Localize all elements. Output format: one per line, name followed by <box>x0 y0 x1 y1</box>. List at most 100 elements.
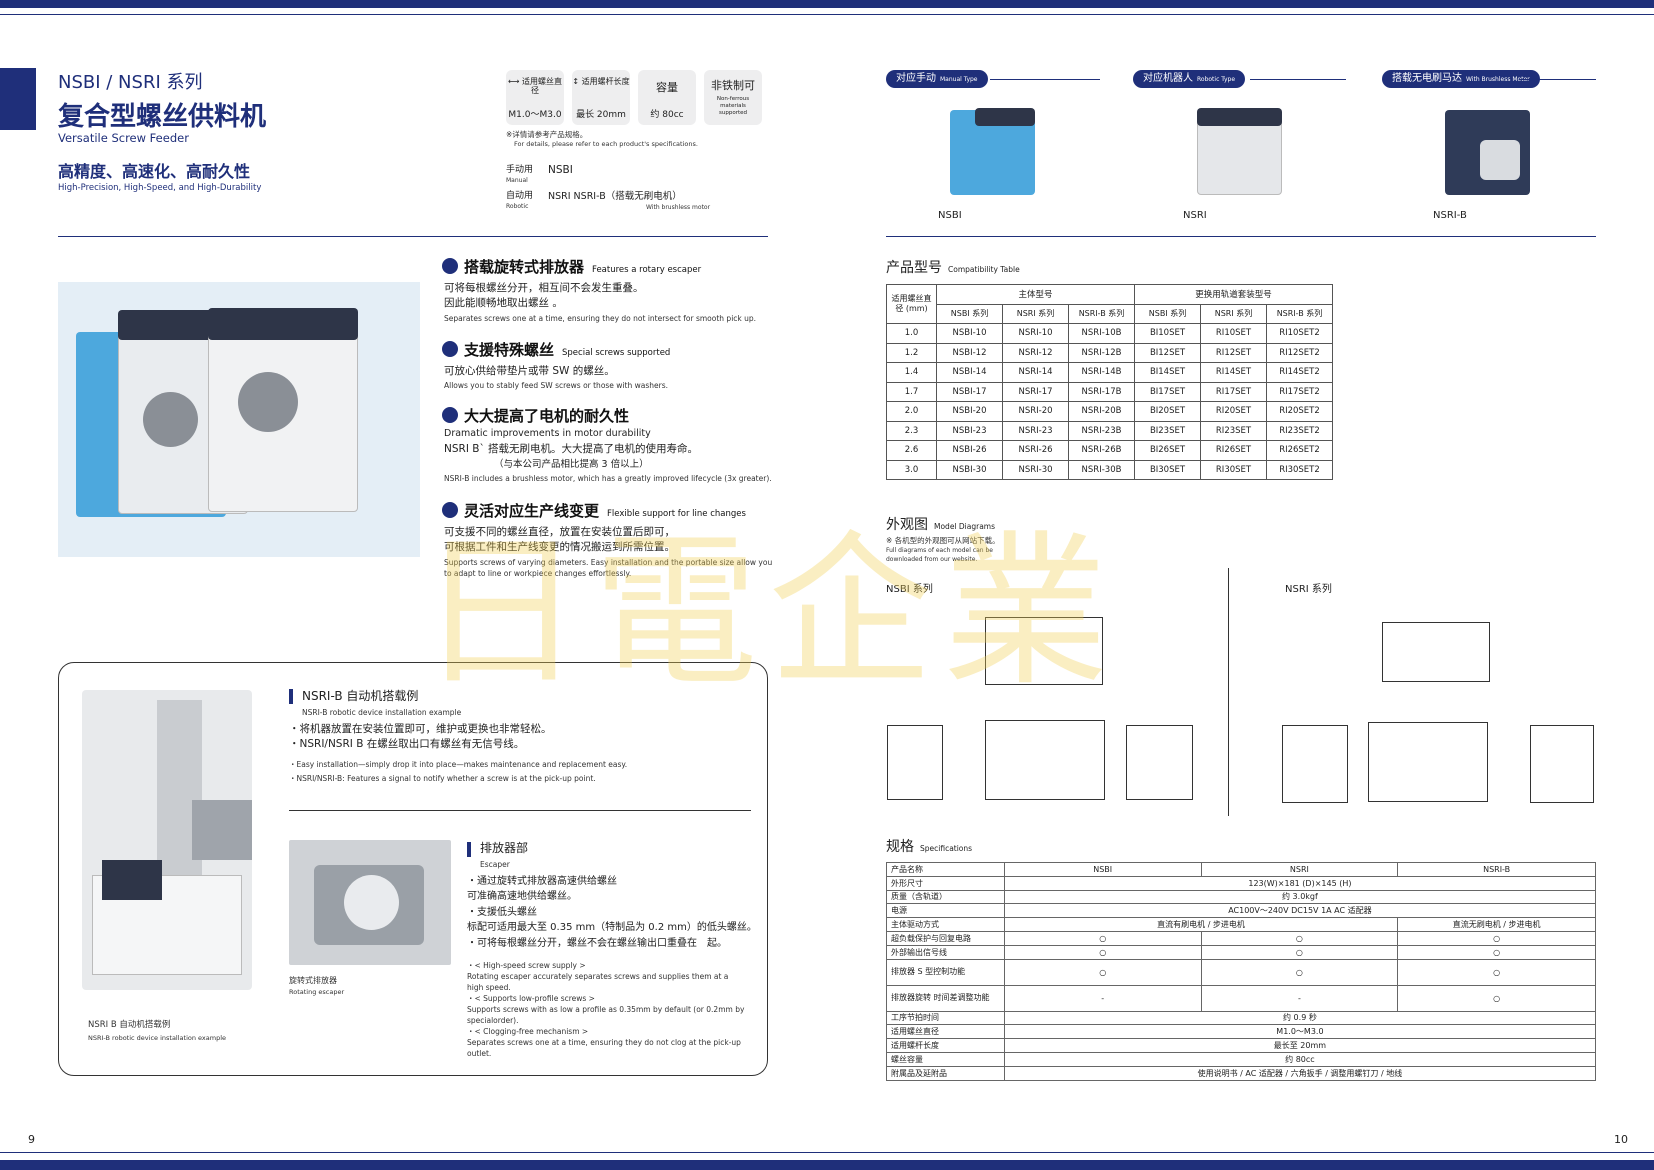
nsri-front-view <box>1368 722 1488 802</box>
usage-robotic-value: NSRI NSRI-B（搭载无刷电机） <box>548 191 682 202</box>
spec-key: 螺丝容量 <box>886 1051 1005 1067</box>
nsbi-thumb-top <box>975 108 1035 126</box>
th-sub: NSRI 系列 <box>1200 303 1267 324</box>
section-marker <box>289 689 293 704</box>
model-cell: NSBI-23 <box>936 420 1003 441</box>
spec-key: 主体驱动方式 <box>886 917 1005 932</box>
model-cell: RI26SET2 <box>1266 440 1333 461</box>
model-cell: RI17SET <box>1200 381 1267 402</box>
escaper-line-en: ・< Clogging-free mechanism > <box>467 1027 589 1036</box>
model-cell: BI17SET <box>1134 381 1201 402</box>
robot-caption-en: NSRI-B robotic device installation examp… <box>88 1034 227 1042</box>
watermark: 日電企業 <box>418 516 1118 708</box>
escaper-line: ・可将每根螺丝分开，螺丝不会在螺丝输出口重叠在 起。 <box>467 938 727 949</box>
th-sub: NSRI-B 系列 <box>1266 303 1333 324</box>
model-cell: BI30SET <box>1134 459 1201 480</box>
spec-value: ○ <box>1397 958 1596 986</box>
spec-key: 超负载保护与回复电路 <box>886 930 1005 946</box>
feature-note: Allows you to stably feed SW screws or t… <box>444 381 668 390</box>
diagrams-note: ※ 各机型的外观图可从网站下载。 <box>886 536 1000 545</box>
badge-value: 最长 20mm <box>576 110 626 120</box>
install-line-en: ・NSRI/NSRI-B: Features a signal to notif… <box>289 774 596 783</box>
model-cell: NSRI-20B <box>1068 401 1135 422</box>
model-cell: NSRI-14B <box>1068 362 1135 383</box>
spec-value: ○ <box>1200 930 1399 946</box>
bullet-icon <box>442 258 458 274</box>
tagline: 高精度、高速化、高耐久性 <box>58 162 251 181</box>
escaper-line-en: ・< Supports low-profile screws > <box>467 994 595 1003</box>
bottom-band <box>0 1160 1654 1170</box>
model-cell: BI20SET <box>1134 401 1201 422</box>
model-cell: RI20SET <box>1200 401 1267 422</box>
model-cell: RI17SET2 <box>1266 381 1333 402</box>
model-cell: RI26SET <box>1200 440 1267 461</box>
screw-diameter-badge: ⟷ 适用螺丝直径 M1.0～M3.0 <box>506 70 564 125</box>
spec-row: 螺丝容量约 80cc <box>886 1051 1597 1067</box>
screw-length-badge: ↕ 适用螺杆长度 最长 20mm <box>572 70 630 125</box>
model-cell: RI23SET2 <box>1266 420 1333 441</box>
model-cell: RI23SET <box>1200 420 1267 441</box>
install-line-en: ・Easy installation—simply drop it into p… <box>289 760 628 769</box>
escaper-line-en: Separates screws one at a time, ensuring… <box>467 1038 741 1058</box>
arrow-vertical-icon: ↕ <box>572 77 580 86</box>
feature-note: NSRI-B includes a brushless motor, which… <box>444 474 772 483</box>
capacity-badge: 容量 约 80cc <box>638 70 696 125</box>
diameter-cell: 1.2 <box>886 342 937 363</box>
tagline-en: High-Precision, High-Speed, and High-Dur… <box>58 183 262 193</box>
bullet-icon <box>442 502 458 518</box>
usage-manual-value: NSBI <box>548 164 573 176</box>
model-cell: NSBI-12 <box>936 342 1003 363</box>
escaper-photo <box>289 840 451 965</box>
nonferrous-badge: 非铁制可 Non-ferrous materials supported <box>704 70 762 125</box>
tab-rule <box>990 79 1100 80</box>
model-cell: NSRI-17 <box>1002 381 1069 402</box>
nsri-thumb-top <box>1197 108 1282 126</box>
model-cell: NSRI-14 <box>1002 362 1069 383</box>
feature-body: （与本公司产品相比提高 3 倍以上） <box>494 459 649 470</box>
model-cell: NSRI-17B <box>1068 381 1135 402</box>
badge-value: 约 80cc <box>650 110 684 120</box>
model-cell: RI12SET <box>1200 342 1267 363</box>
left-accent-block <box>0 68 36 130</box>
feature-body: NSRI B` 搭载无刷电机。大大提高了电机的使用寿命。 <box>444 443 699 455</box>
spec-key: 适用螺杆长度 <box>886 1038 1005 1053</box>
model-cell: NSBI-10 <box>936 323 1003 344</box>
spec-row: 排放器 S 型控制功能○○○ <box>886 958 1596 986</box>
page-title: 复合型螺丝供料机 <box>58 102 267 132</box>
model-cell: RI30SET <box>1200 459 1267 480</box>
spec-value: 约 3.0kgf <box>1003 889 1597 905</box>
compatibility-table: 适用螺丝直径 (mm) 主体型号 更换用轨道套装型号 NSBI 系列 NSRI … <box>886 284 1333 480</box>
spec-head: NSRI <box>1200 862 1399 877</box>
diameter-cell: 1.7 <box>886 381 937 402</box>
model-cell: BI23SET <box>1134 420 1201 441</box>
diagram-label-nsri: NSRI 系列 <box>1285 584 1332 595</box>
spec-value: ○ <box>1200 944 1399 960</box>
spec-head: NSBI <box>1003 862 1202 877</box>
install-title: NSRI-B 自动机搭载例 <box>302 689 419 703</box>
tab-rule <box>1520 79 1596 80</box>
spec-key: 电源 <box>886 903 1005 919</box>
badge-label: 容量 <box>656 81 678 94</box>
diameter-cell: 2.0 <box>886 401 937 422</box>
model-cell: BI14SET <box>1134 362 1201 383</box>
spec-value: ○ <box>1003 958 1202 986</box>
th-sub: NSRI 系列 <box>1002 303 1069 324</box>
escaper-disc <box>238 372 298 432</box>
spec-row: 外部输出信号线○○○ <box>886 944 1596 960</box>
escaper-line-en: ・< High-speed screw supply > <box>467 961 586 970</box>
feature-body: 可支援不同的螺丝直径，放置在安装位置后即可， <box>444 526 675 538</box>
product-name: NSRI-B <box>1433 210 1467 221</box>
th-diameter: 适用螺丝直径 (mm) <box>886 284 937 324</box>
rotate-icon <box>344 875 399 930</box>
diameter-cell: 2.3 <box>886 420 937 441</box>
